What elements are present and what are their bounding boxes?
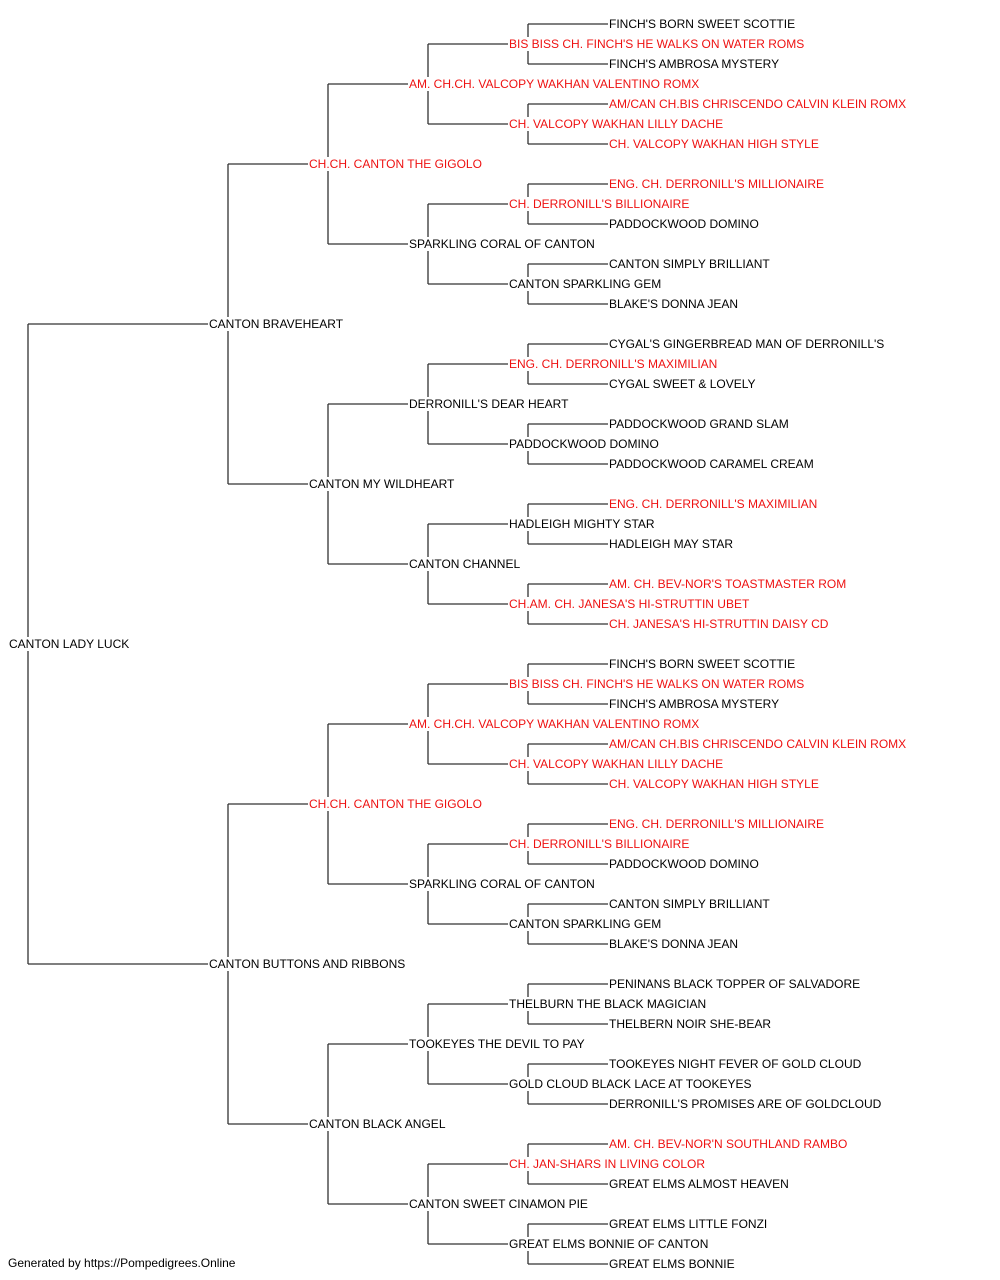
ancestor-name: GOLD CLOUD BLACK LACE AT TOOKEYES xyxy=(508,1077,753,1091)
ancestor-name: CH. VALCOPY WAKHAN LILLY DACHE xyxy=(508,757,725,771)
ancestor-name: THELBERN NOIR SHE-BEAR xyxy=(608,1017,773,1031)
ancestor-name: ENG. CH. DERRONILL'S MAXIMILIAN xyxy=(608,497,819,511)
ancestor-name: AM. CH. BEV-NOR'S TOASTMASTER ROM xyxy=(608,577,848,591)
ancestor-name: CH.CH. CANTON THE GIGOLO xyxy=(308,797,483,811)
ancestor-name: SPARKLING CORAL OF CANTON xyxy=(408,237,596,251)
ancestor-name: BLAKE'S DONNA JEAN xyxy=(608,937,739,951)
ancestor-name: CANTON CHANNEL xyxy=(408,557,522,571)
ancestor-name: PENINANS BLACK TOPPER OF SALVADORE xyxy=(608,977,862,991)
ancestor-name: CH. VALCOPY WAKHAN HIGH STYLE xyxy=(608,777,820,791)
ancestor-name: CH. JAN-SHARS IN LIVING COLOR xyxy=(508,1157,707,1171)
ancestor-name: CH.CH. CANTON THE GIGOLO xyxy=(308,157,483,171)
ancestor-name: PADDOCKWOOD DOMINO xyxy=(508,437,660,451)
ancestor-name: BLAKE'S DONNA JEAN xyxy=(608,297,739,311)
subject-dog-name: CANTON LADY LUCK xyxy=(8,637,131,651)
ancestor-name: HADLEIGH MAY STAR xyxy=(608,537,735,551)
ancestor-name: DERRONILL'S PROMISES ARE OF GOLDCLOUD xyxy=(608,1097,883,1111)
ancestor-name: CANTON SIMPLY BRILLIANT xyxy=(608,897,771,911)
ancestor-name: PADDOCKWOOD DOMINO xyxy=(608,217,760,231)
ancestor-name: AM/CAN CH.BIS CHRISCENDO CALVIN KLEIN RO… xyxy=(608,737,908,751)
ancestor-name: CANTON SIMPLY BRILLIANT xyxy=(608,257,771,271)
ancestor-name: HADLEIGH MIGHTY STAR xyxy=(508,517,656,531)
ancestor-name: ENG. CH. DERRONILL'S MAXIMILIAN xyxy=(508,357,719,371)
ancestor-name: CANTON SWEET CINAMON PIE xyxy=(408,1197,589,1211)
ancestor-name: AM/CAN CH.BIS CHRISCENDO CALVIN KLEIN RO… xyxy=(608,97,908,111)
ancestor-name: CANTON MY WILDHEART xyxy=(308,477,456,491)
ancestor-name: AM. CH. BEV-NOR'N SOUTHLAND RAMBO xyxy=(608,1137,849,1151)
ancestor-name: FINCH'S AMBROSA MYSTERY xyxy=(608,57,781,71)
ancestor-name: GREAT ELMS BONNIE xyxy=(608,1257,736,1271)
ancestor-name: PADDOCKWOOD DOMINO xyxy=(608,857,760,871)
ancestor-name: ENG. CH. DERRONILL'S MILLIONAIRE xyxy=(608,177,826,191)
ancestor-name: AM. CH.CH. VALCOPY WAKHAN VALENTINO ROMX xyxy=(408,717,701,731)
ancestor-name: CYGAL SWEET & LOVELY xyxy=(608,377,757,391)
ancestor-name: FINCH'S BORN SWEET SCOTTIE xyxy=(608,657,797,671)
ancestor-name: CANTON BUTTONS AND RIBBONS xyxy=(208,957,407,971)
ancestor-name: CANTON SPARKLING GEM xyxy=(508,277,663,291)
ancestor-name: CANTON SPARKLING GEM xyxy=(508,917,663,931)
ancestor-name: AM. CH.CH. VALCOPY WAKHAN VALENTINO ROMX xyxy=(408,77,701,91)
ancestor-name: CH. VALCOPY WAKHAN HIGH STYLE xyxy=(608,137,820,151)
ancestor-name: CH. VALCOPY WAKHAN LILLY DACHE xyxy=(508,117,725,131)
ancestor-name: CANTON BRAVEHEART xyxy=(208,317,345,331)
ancestor-name: GREAT ELMS LITTLE FONZI xyxy=(608,1217,769,1231)
generated-by-footer: Generated by https://Pompedigrees.Online xyxy=(8,1256,236,1270)
ancestor-name: GREAT ELMS BONNIE OF CANTON xyxy=(508,1237,710,1251)
ancestor-name: TOOKEYES THE DEVIL TO PAY xyxy=(408,1037,586,1051)
ancestor-name: GREAT ELMS ALMOST HEAVEN xyxy=(608,1177,790,1191)
ancestor-name: BIS BISS CH. FINCH'S HE WALKS ON WATER R… xyxy=(508,677,806,691)
ancestor-name: DERRONILL'S DEAR HEART xyxy=(408,397,570,411)
ancestor-name: CH. DERRONILL'S BILLIONAIRE xyxy=(508,197,691,211)
ancestor-name: TOOKEYES NIGHT FEVER OF GOLD CLOUD xyxy=(608,1057,863,1071)
ancestor-name: PADDOCKWOOD GRAND SLAM xyxy=(608,417,790,431)
ancestor-name: FINCH'S BORN SWEET SCOTTIE xyxy=(608,17,797,31)
ancestor-name: CYGAL'S GINGERBREAD MAN OF DERRONILL'S xyxy=(608,337,886,351)
ancestor-name: CH.AM. CH. JANESA'S HI-STRUTTIN UBET xyxy=(508,597,751,611)
ancestor-name: SPARKLING CORAL OF CANTON xyxy=(408,877,596,891)
ancestor-name: THELBURN THE BLACK MAGICIAN xyxy=(508,997,708,1011)
ancestor-name: CH. DERRONILL'S BILLIONAIRE xyxy=(508,837,691,851)
ancestor-name: ENG. CH. DERRONILL'S MILLIONAIRE xyxy=(608,817,826,831)
ancestor-name: CH. JANESA'S HI-STRUTTIN DAISY CD xyxy=(608,617,830,631)
ancestor-name: PADDOCKWOOD CARAMEL CREAM xyxy=(608,457,815,471)
ancestor-name: CANTON BLACK ANGEL xyxy=(308,1117,447,1131)
ancestor-name: FINCH'S AMBROSA MYSTERY xyxy=(608,697,781,711)
ancestor-name: BIS BISS CH. FINCH'S HE WALKS ON WATER R… xyxy=(508,37,806,51)
